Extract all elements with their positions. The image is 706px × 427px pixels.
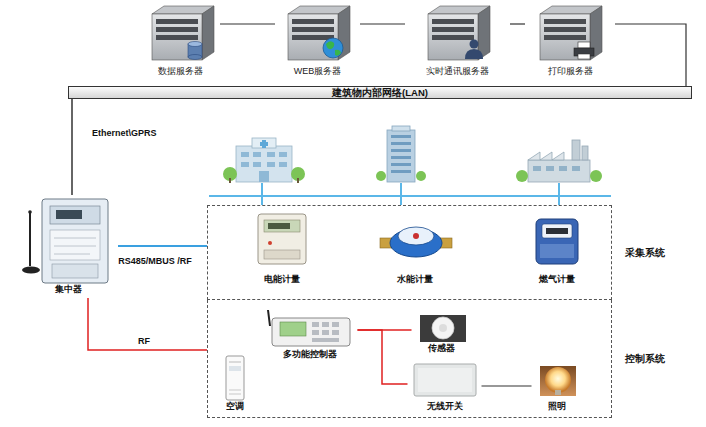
node-label: 打印服务器	[548, 66, 593, 77]
link-label: Ethernet\GPRS	[92, 128, 157, 139]
node-label: 水能计量	[397, 274, 433, 285]
air-conditioner-icon	[226, 356, 244, 400]
link-line	[615, 24, 686, 86]
link-line	[360, 23, 405, 24]
meter-node: 电能计量	[245, 210, 320, 288]
concentrator-icon	[22, 199, 108, 283]
water-meter-icon	[380, 227, 452, 257]
link-line	[482, 385, 532, 386]
network-bar: 建筑物内部网络(LAN)	[68, 86, 692, 99]
bus-line	[209, 183, 611, 205]
sensor-icon	[420, 315, 466, 342]
link-label: RS485/MBUS /RF	[118, 256, 192, 267]
node-label: 空调	[226, 401, 244, 412]
link-line	[510, 23, 525, 24]
system-region: 采集系统电能计量水能计量燃气计量	[207, 205, 612, 300]
link-label: RF	[138, 336, 150, 347]
meter-node: 燃气计量	[520, 210, 595, 288]
server-icon	[152, 6, 214, 60]
node-label: 照明	[548, 401, 566, 412]
device-node: 传感器	[412, 309, 472, 357]
node-label: 实时通讯服务器	[426, 66, 489, 77]
server-node: 实时通讯服务器	[405, 2, 510, 80]
device-node: 照明	[532, 361, 582, 415]
server-icon	[428, 6, 490, 60]
meter-node: 水能计量	[375, 210, 455, 288]
device-node: 无线开关	[408, 359, 482, 415]
node-label: 电能计量	[264, 274, 300, 285]
node-label: 多功能控制器	[283, 349, 337, 360]
node-label: 集中器	[55, 284, 82, 295]
server-node: 数据服务器	[140, 2, 220, 80]
device-node: 空调	[216, 351, 254, 415]
system-region: 控制系统多功能控制器传感器空调无线开关照明	[207, 300, 612, 418]
node-label: 传感器	[428, 343, 455, 354]
link-line	[358, 330, 408, 384]
link-line	[220, 23, 275, 24]
link-line	[88, 298, 207, 350]
wireless-switch-icon	[414, 364, 476, 396]
node-label: 数据服务器	[158, 66, 203, 77]
concentrator-node: 集中器	[18, 195, 118, 298]
server-node: 打印服务器	[525, 2, 615, 80]
server-icon	[288, 6, 350, 60]
node-label: 燃气计量	[539, 274, 575, 285]
gas-meter-icon	[536, 219, 578, 264]
region-heading: 采集系统	[625, 247, 665, 258]
region-heading: 控制系统	[625, 353, 665, 364]
lamp-icon	[540, 366, 576, 396]
device-node: 多功能控制器	[262, 307, 358, 363]
server-node: WEB服务器	[275, 2, 360, 80]
node-label: WEB服务器	[294, 66, 342, 77]
node-label: 无线开关	[427, 401, 463, 412]
building-icons	[223, 126, 602, 183]
server-icon	[540, 6, 602, 60]
link-line	[71, 99, 73, 195]
link-line	[118, 245, 207, 247]
controller-icon	[268, 310, 350, 346]
electric-meter-icon	[258, 214, 306, 264]
node-label: 建筑物内部网络(LAN)	[332, 87, 428, 98]
